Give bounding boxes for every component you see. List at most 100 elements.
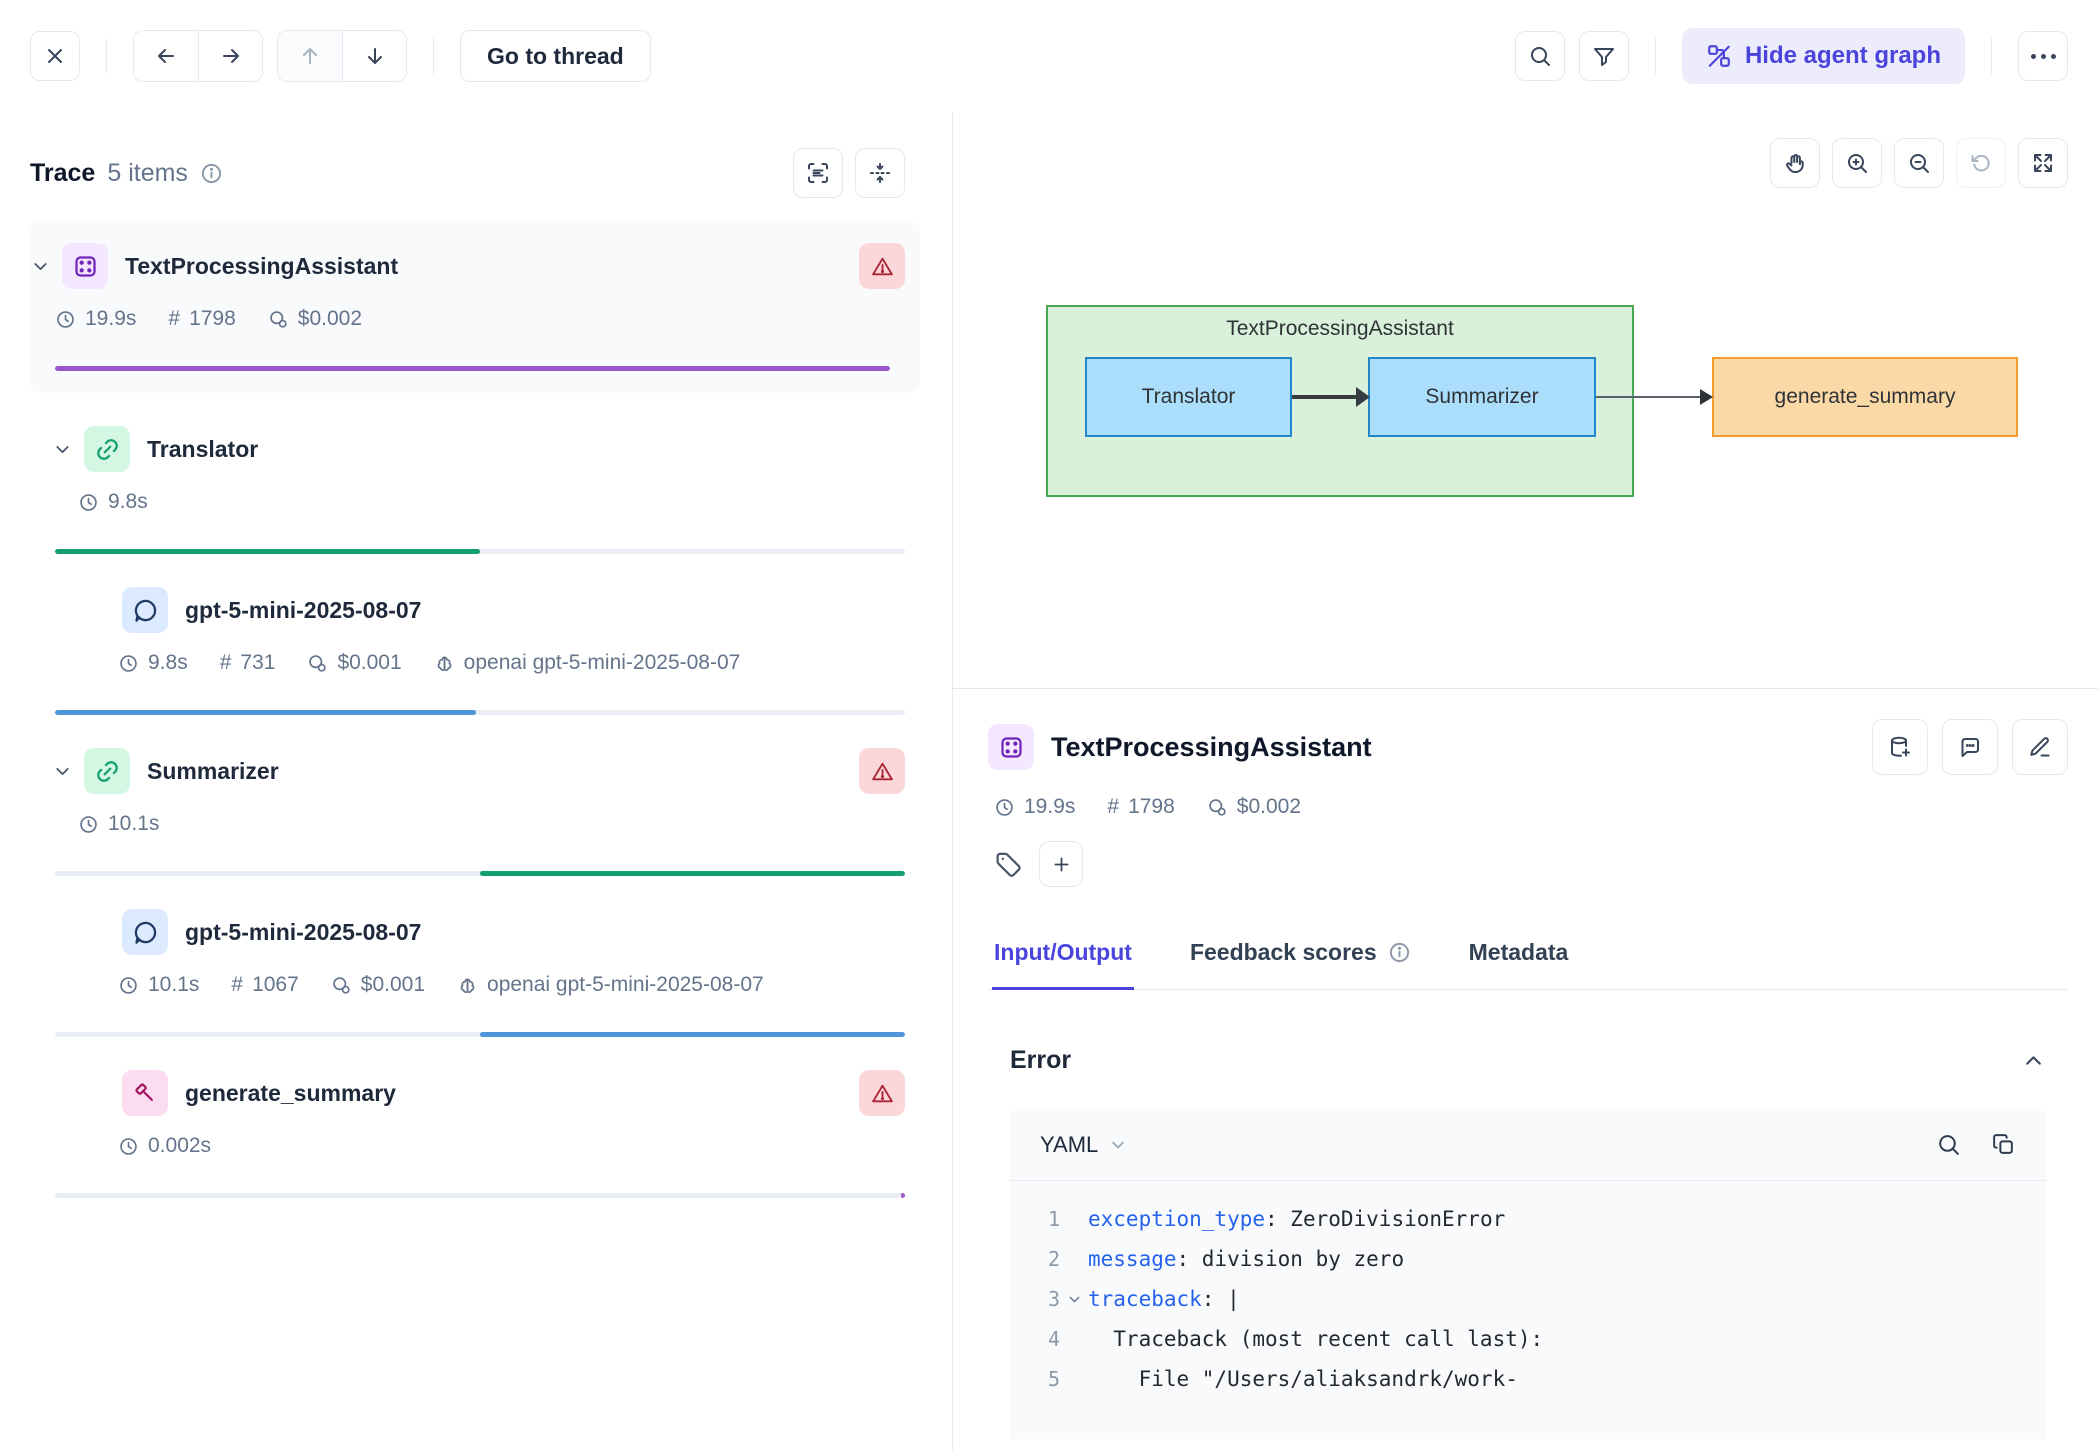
tab-feedback-scores[interactable]: Feedback scores bbox=[1188, 939, 1413, 990]
agent-icon bbox=[988, 724, 1034, 770]
provider-chip: openai gpt-5-mini-2025-08-07 bbox=[434, 651, 740, 675]
search-button[interactable] bbox=[1514, 31, 1565, 81]
info-icon bbox=[1388, 941, 1411, 964]
chevron-up-icon bbox=[2026, 1056, 2041, 1065]
span-name: Translator bbox=[147, 435, 259, 462]
collapse-all-button[interactable] bbox=[855, 148, 905, 198]
code-block-header: YAML bbox=[1010, 1109, 2046, 1181]
chevron-down-icon[interactable] bbox=[52, 439, 76, 460]
toolbar-divider bbox=[1991, 38, 1992, 74]
reset-view-button[interactable] bbox=[1956, 138, 2006, 188]
tab-metadata[interactable]: Metadata bbox=[1468, 939, 1569, 965]
clock-icon bbox=[80, 493, 97, 511]
tag-icon bbox=[994, 850, 1023, 879]
tokens-chip: # 1798 bbox=[168, 307, 236, 330]
hash-icon: # bbox=[219, 651, 232, 674]
toolbar-divider bbox=[106, 38, 107, 74]
add-tag-button[interactable] bbox=[1039, 841, 1083, 887]
down-span-button[interactable] bbox=[342, 31, 406, 81]
comment-button[interactable] bbox=[1942, 719, 1998, 775]
clock-icon bbox=[120, 654, 137, 672]
up-down-group bbox=[277, 30, 407, 82]
hide-agent-graph-button[interactable]: Hide agent graph bbox=[1681, 28, 1965, 84]
detail-title: TextProcessingAssistant bbox=[1051, 731, 1372, 762]
chevron-down-icon bbox=[1108, 1135, 1128, 1155]
add-to-dataset-button[interactable] bbox=[1872, 719, 1928, 775]
code-line: 5 File "/Users/aliaksandrk/work- bbox=[1047, 1367, 1518, 1391]
span-name: Summarizer bbox=[147, 757, 279, 784]
pan-button[interactable] bbox=[1770, 138, 1820, 188]
arrow-left-icon bbox=[158, 49, 174, 63]
hash-icon: # bbox=[168, 307, 181, 330]
graph-edge-arrowhead bbox=[1700, 389, 1713, 405]
trace-span-tree: TextProcessingAssistant 19.9s # 1798 $0.… bbox=[0, 200, 952, 1198]
filter-icon bbox=[1593, 48, 1614, 66]
graph-container-label: TextProcessingAssistant bbox=[1226, 317, 1454, 340]
brain-icon bbox=[460, 978, 475, 993]
zoom-out-button[interactable] bbox=[1894, 138, 1944, 188]
cost-chip: $0.002 bbox=[1207, 795, 1301, 819]
hammer-icon bbox=[122, 1070, 168, 1116]
agent-graph-panel[interactable]: TextProcessingAssistant Translator Summa… bbox=[953, 112, 2098, 688]
hide-agent-graph-label: Hide agent graph bbox=[1744, 42, 1941, 69]
graph-edge-arrowhead bbox=[1356, 387, 1370, 407]
panel-divider-vertical bbox=[952, 112, 953, 1450]
info-icon bbox=[200, 162, 223, 185]
span-row-textprocessingassistant[interactable]: TextProcessingAssistant 19.9s # 1798 $0.… bbox=[30, 220, 920, 393]
comment-icon bbox=[1961, 738, 1979, 757]
span-row-gpt-5-mini-2[interactable]: gpt-5-mini-2025-08-07 10.1s # 1067 $0.00… bbox=[30, 876, 905, 1037]
tokens-chip: # 1067 bbox=[231, 973, 299, 996]
collapse-section-button[interactable] bbox=[2021, 1048, 2046, 1073]
zoom-out-icon bbox=[1910, 154, 1929, 173]
fullscreen-button[interactable] bbox=[2018, 138, 2068, 188]
error-section-header: Error bbox=[1010, 1046, 2046, 1075]
tags-row bbox=[994, 841, 2068, 887]
prev-next-group bbox=[133, 30, 263, 82]
hash-icon: # bbox=[1107, 795, 1120, 818]
agent-icon bbox=[62, 243, 108, 289]
annotate-button[interactable] bbox=[2012, 719, 2068, 775]
chevron-down-icon[interactable] bbox=[30, 256, 54, 277]
chevron-down-icon[interactable] bbox=[52, 761, 76, 782]
warning-triangle-icon bbox=[871, 762, 893, 780]
span-name: gpt-5-mini-2025-08-07 bbox=[185, 596, 422, 623]
chat-bubble-icon bbox=[122, 587, 168, 633]
scan-lines-icon bbox=[808, 163, 828, 183]
trace-panel-header: Trace 5 items bbox=[30, 148, 905, 198]
hash-icon: # bbox=[231, 973, 244, 996]
next-trace-button[interactable] bbox=[198, 31, 262, 81]
error-badge bbox=[859, 243, 905, 289]
zoom-in-button[interactable] bbox=[1832, 138, 1882, 188]
plus-icon bbox=[1054, 857, 1068, 871]
language-select[interactable]: YAML bbox=[1040, 1132, 1128, 1158]
arrow-up-icon bbox=[303, 48, 317, 64]
go-to-thread-button[interactable]: Go to thread bbox=[460, 30, 651, 82]
search-in-trace-button[interactable] bbox=[793, 148, 843, 198]
clock-icon bbox=[120, 976, 137, 994]
span-name: generate_summary bbox=[185, 1079, 396, 1106]
duration-chip: 10.1s bbox=[78, 812, 159, 836]
detail-stats: 19.9s # 1798 $0.002 bbox=[994, 793, 2068, 821]
span-row-summarizer[interactable]: Summarizer 10.1s bbox=[30, 715, 905, 876]
pen-icon bbox=[2030, 737, 2050, 757]
span-row-gpt-5-mini-1[interactable]: gpt-5-mini-2025-08-07 9.8s # 731 $0.001 bbox=[30, 554, 905, 715]
tab-input-output[interactable]: Input/Output bbox=[992, 939, 1134, 990]
copy-icon[interactable] bbox=[1991, 1132, 2016, 1157]
cost-chip: $0.001 bbox=[307, 651, 402, 675]
span-details-panel: TextProcessingAssistant 19.9s # 1798 $0.… bbox=[953, 689, 2098, 1450]
filter-button[interactable] bbox=[1578, 31, 1629, 81]
search-in-code-icon[interactable] bbox=[1936, 1132, 1961, 1157]
up-span-button[interactable] bbox=[278, 31, 342, 81]
more-actions-button[interactable] bbox=[2018, 31, 2068, 81]
clock-icon bbox=[57, 310, 74, 328]
prev-trace-button[interactable] bbox=[134, 31, 198, 81]
detail-tabs: Input/Output Feedback scores Metadata bbox=[988, 939, 2068, 990]
close-button[interactable] bbox=[30, 31, 80, 81]
span-row-generate-summary[interactable]: generate_summary 0.002s bbox=[30, 1037, 905, 1198]
clock-icon bbox=[996, 798, 1013, 816]
fold-chevron-icon[interactable] bbox=[1060, 1291, 1088, 1308]
span-row-translator[interactable]: Translator 9.8s bbox=[30, 393, 905, 554]
